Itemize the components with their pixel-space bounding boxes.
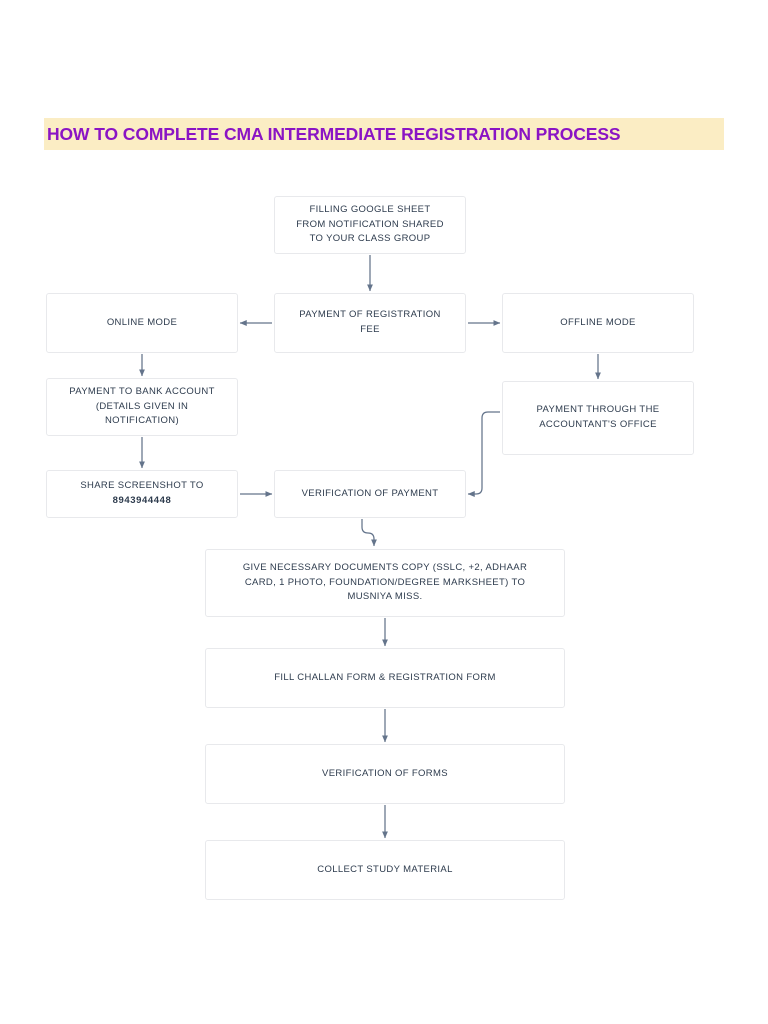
node-filling-google-sheet[interactable]: FILLING GOOGLE SHEET FROM NOTIFICATION S… [274,196,466,254]
page-title-highlight: HOW TO COMPLETE CMA INTERMEDIATE REGISTR… [44,118,724,150]
node-line-1: PAYMENT THROUGH THE [536,404,660,416]
node-label: PAYMENT TO BANK ACCOUNT (DETAILS GIVEN I… [55,385,229,429]
phone-number: 8943944448 [112,495,172,506]
node-online-mode[interactable]: ONLINE MODE [46,293,238,353]
node-label: VERIFICATION OF PAYMENT [301,487,439,499]
node-fill-challan-and-registration-form[interactable]: FILL CHALLAN FORM & REGISTRATION FORM [205,648,565,708]
node-payment-through-accountants-office[interactable]: PAYMENT THROUGH THE ACCOUNTANT'S OFFICE [502,381,694,455]
edge-accountant-to-verifypay [467,411,500,497]
node-line-3: TO YOUR CLASS GROUP [309,233,431,245]
node-share-screenshot[interactable]: SHARE SCREENSHOT TO 8943944448 [46,470,238,518]
node-label: FILLING GOOGLE SHEET FROM NOTIFICATION S… [283,203,457,247]
node-collect-study-material[interactable]: COLLECT STUDY MATERIAL [205,840,565,900]
node-line-3: MUSNIYA MISS. [347,591,423,603]
node-line-2: FEE [360,324,380,335]
node-payment-to-bank-account[interactable]: PAYMENT TO BANK ACCOUNT (DETAILS GIVEN I… [46,378,238,436]
node-label: OFFLINE MODE [560,316,636,328]
node-label: PAYMENT OF REGISTRATION FEE [283,308,457,337]
edge-verifypay-to-givedocs [361,519,377,547]
node-label: COLLECT STUDY MATERIAL [317,863,453,875]
node-label: VERIFICATION OF FORMS [322,767,448,779]
node-line-2: FROM NOTIFICATION SHARED [296,218,444,230]
node-line-2: CARD, 1 PHOTO, FOUNDATION/DEGREE MARKSHE… [244,576,526,588]
node-line-1: FILLING GOOGLE SHEET [309,203,431,215]
node-label: SHARE SCREENSHOT TO 8943944448 [55,479,229,508]
node-line-2: (DETAILS GIVEN IN [95,400,189,412]
node-verification-of-payment[interactable]: VERIFICATION OF PAYMENT [274,470,466,518]
node-label: ONLINE MODE [106,316,178,328]
node-line-1: PAYMENT TO BANK ACCOUNT [69,385,215,397]
node-label: FILL CHALLAN FORM & REGISTRATION FORM [274,671,496,683]
node-give-necessary-documents[interactable]: GIVE NECESSARY DOCUMENTS COPY (SSLC, +2,… [205,549,565,617]
node-line-1: SHARE SCREENSHOT TO [80,480,204,492]
node-offline-mode[interactable]: OFFLINE MODE [502,293,694,353]
page-title: HOW TO COMPLETE CMA INTERMEDIATE REGISTR… [47,123,621,144]
node-line-3: NOTIFICATION) [104,415,180,427]
node-label: PAYMENT THROUGH THE ACCOUNTANT'S OFFICE [511,403,685,432]
node-line-1: PAYMENT OF REGISTRATION [299,309,441,321]
node-line-2: ACCOUNTANT'S OFFICE [539,419,657,430]
node-line-1: GIVE NECESSARY DOCUMENTS COPY (SSLC, +2,… [242,561,528,573]
node-label: GIVE NECESSARY DOCUMENTS COPY (SSLC, +2,… [214,561,556,605]
node-payment-of-registration-fee[interactable]: PAYMENT OF REGISTRATION FEE [274,293,466,353]
node-verification-of-forms[interactable]: VERIFICATION OF FORMS [205,744,565,804]
